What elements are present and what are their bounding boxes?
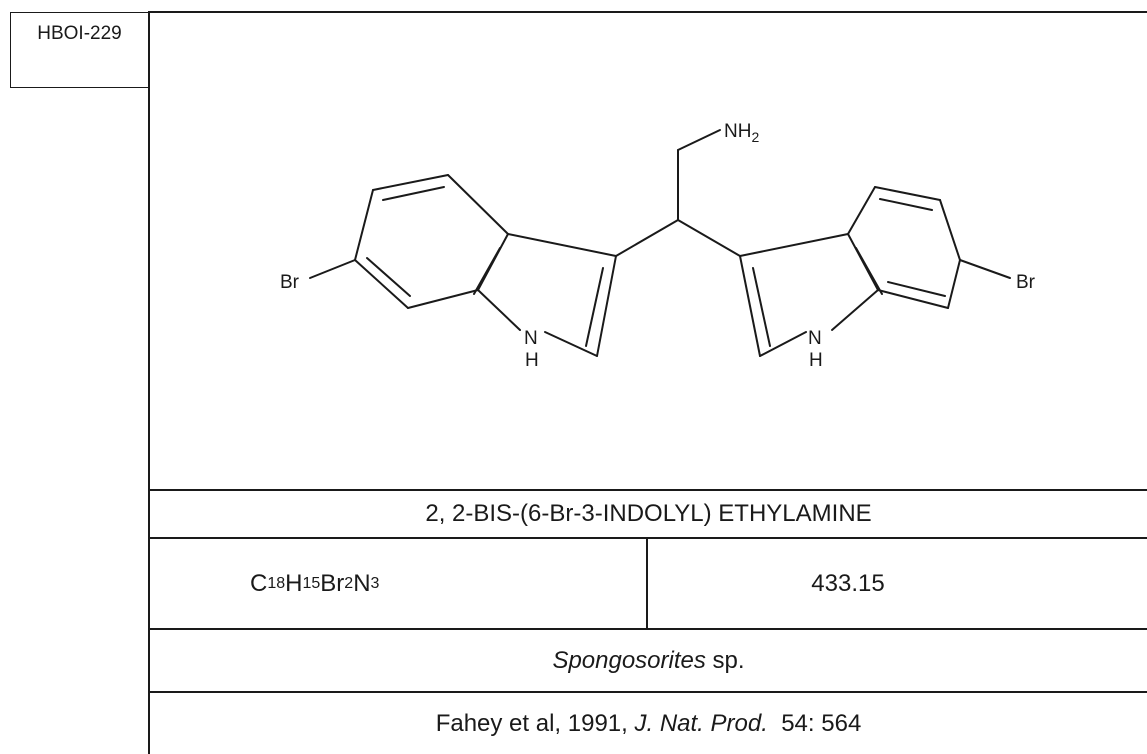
atom-n-right: N bbox=[808, 328, 822, 349]
atom-br-right: Br bbox=[1016, 272, 1036, 293]
compound-name: 2, 2-BIS-(6-Br-3-INDOLYL) ETHYLAMINE bbox=[425, 500, 872, 527]
molecular-weight: 433.15 bbox=[811, 569, 885, 597]
atom-n-left: N bbox=[524, 328, 538, 349]
row-divider-formula bbox=[149, 537, 1147, 539]
frame-top-border bbox=[149, 11, 1147, 13]
compound-id-box: HBOI-229 bbox=[10, 12, 149, 88]
row-divider-name bbox=[149, 489, 1147, 491]
row-divider-reference bbox=[149, 691, 1147, 693]
atom-h-left: H bbox=[525, 350, 539, 371]
frame-left-border bbox=[148, 11, 150, 754]
chemical-structure-diagram: NH2 Br Br N H N H bbox=[280, 121, 1036, 371]
column-divider-formula-mw bbox=[646, 538, 648, 629]
atom-amine-nh: NH2 bbox=[724, 121, 759, 145]
source-organism: Spongosorites sp. bbox=[552, 646, 745, 674]
row-divider-source bbox=[149, 628, 1147, 630]
structure-bonds bbox=[309, 129, 1011, 357]
atom-br-left: Br bbox=[280, 272, 300, 293]
compound-id: HBOI-229 bbox=[37, 23, 122, 44]
literature-reference: Fahey et al, 1991, J. Nat. Prod. 54: 564 bbox=[435, 709, 862, 737]
atom-h-right: H bbox=[809, 350, 823, 371]
